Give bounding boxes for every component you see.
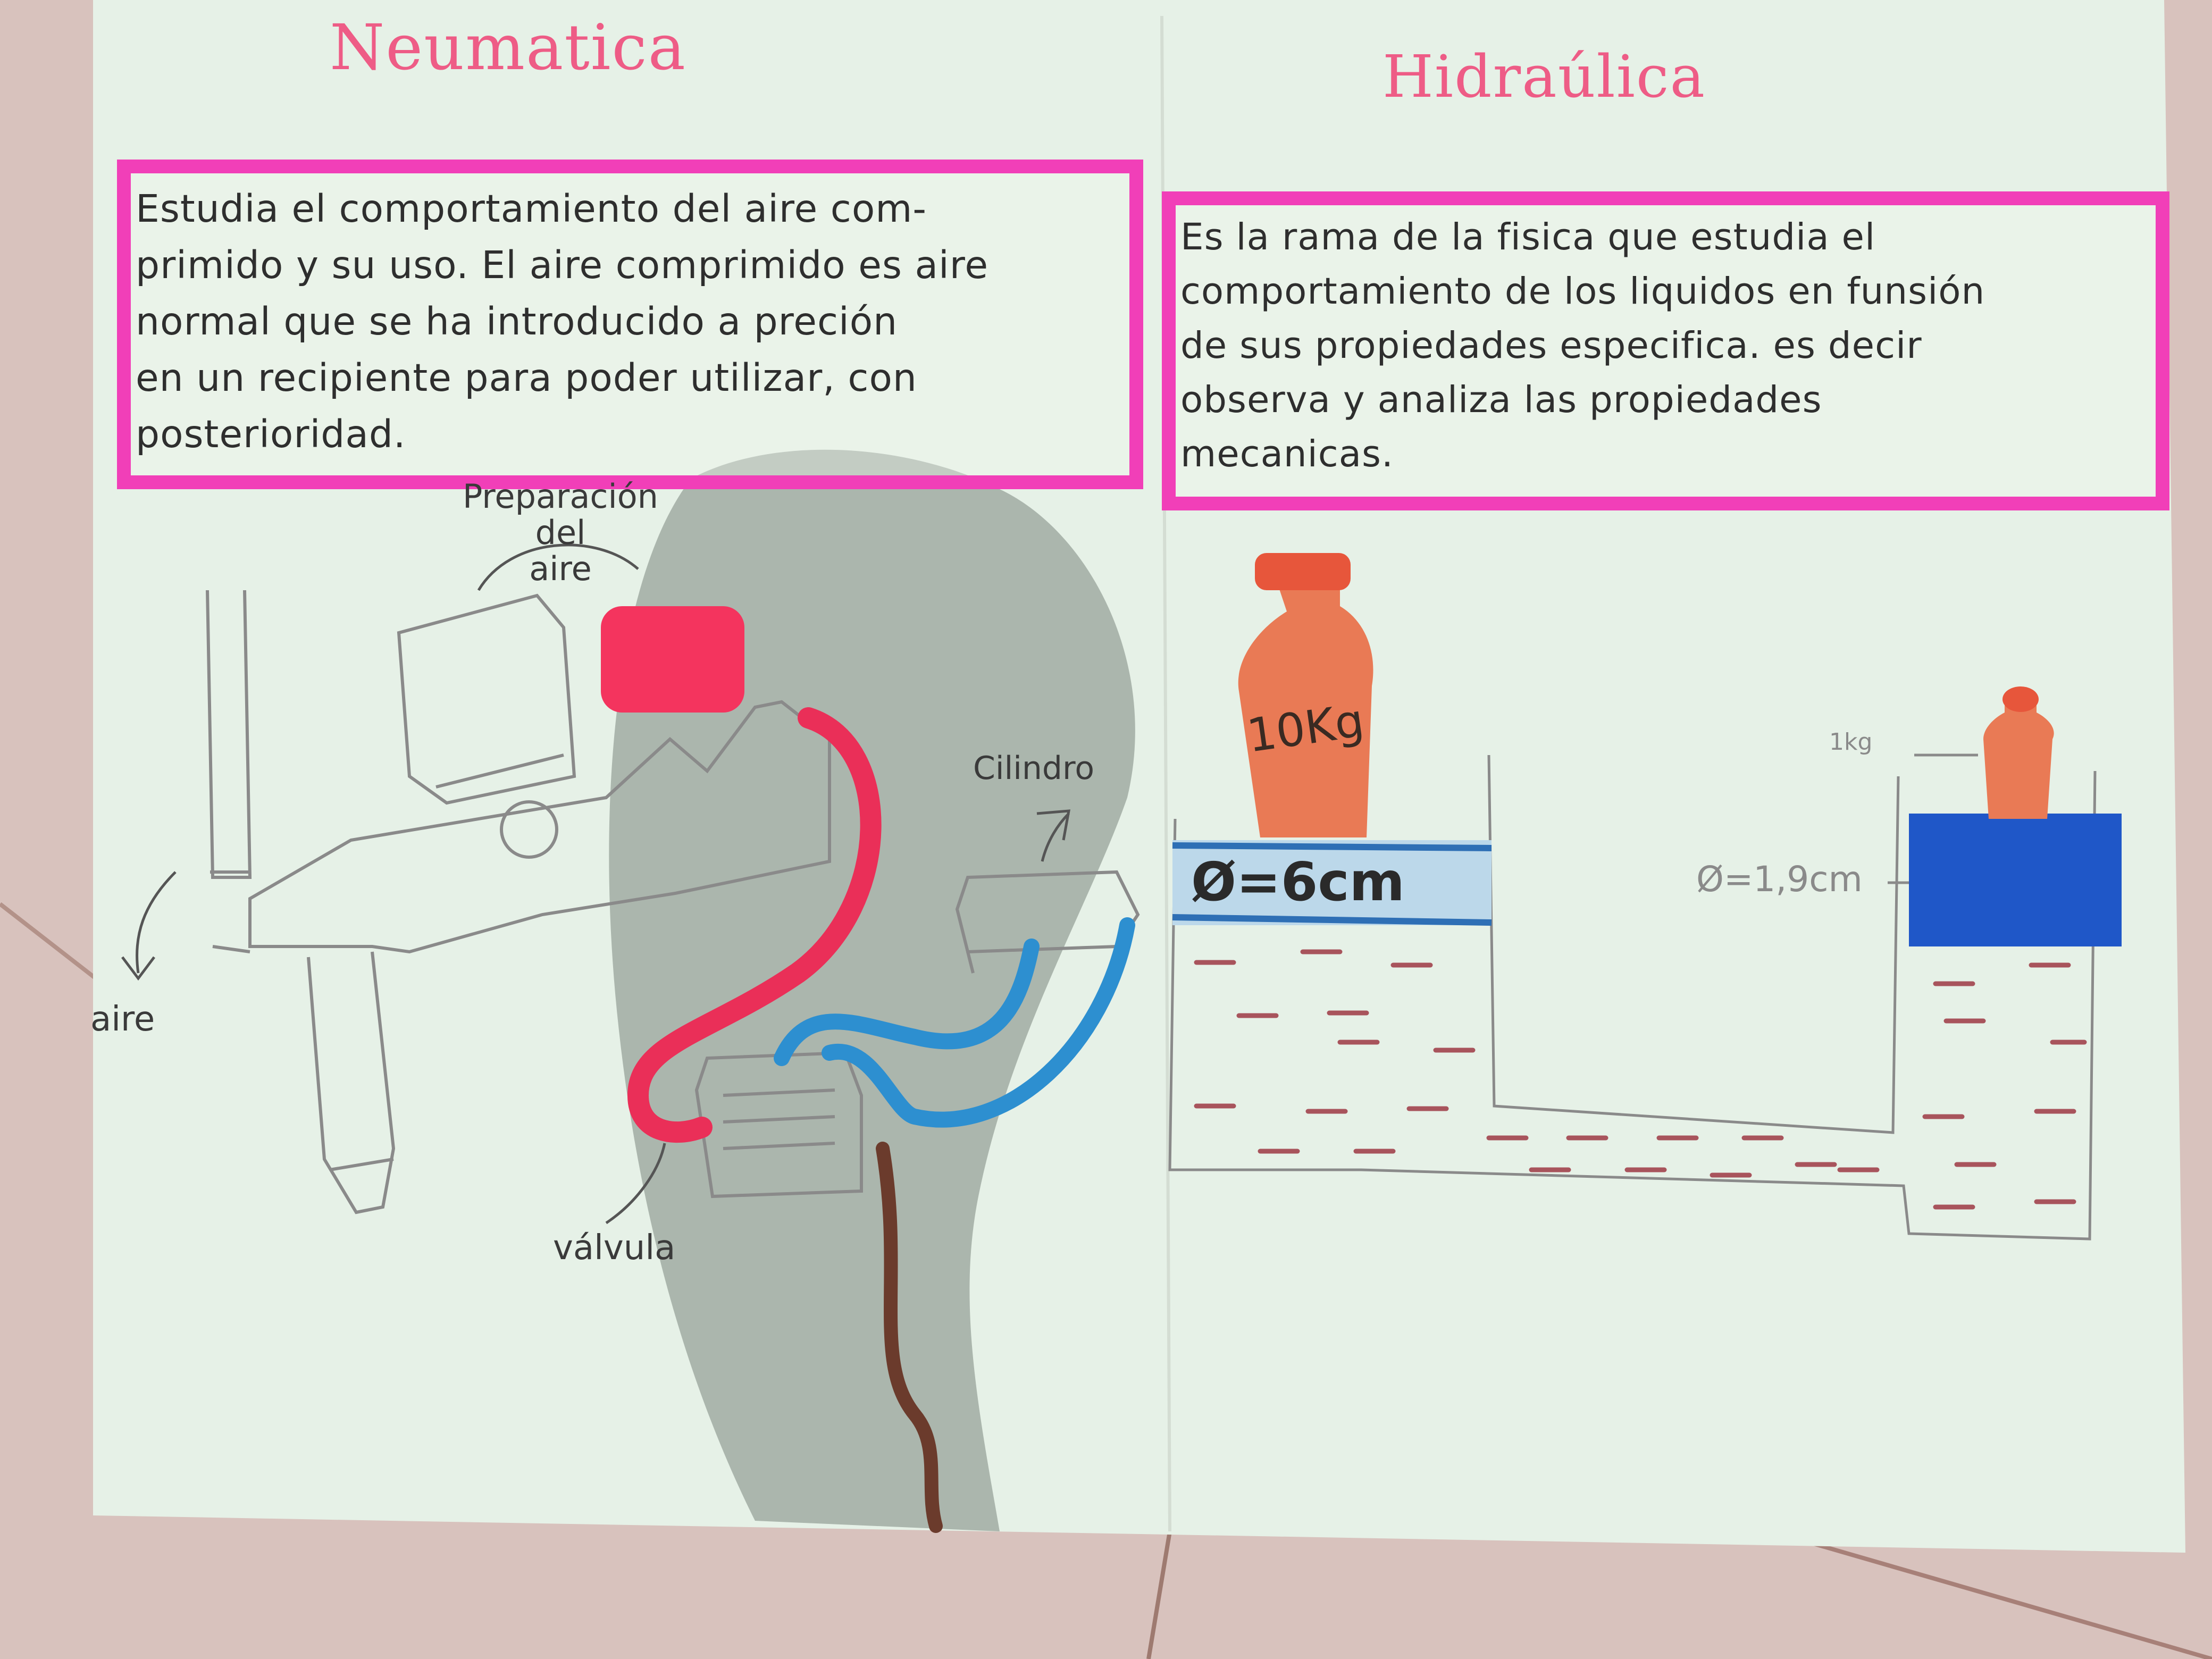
label-preparacion-aire: Preparación del aire (463, 477, 658, 588)
floor-tile-line (1807, 1540, 2212, 1659)
blue-hose-2 (822, 917, 1135, 1128)
hydraulic-drawing (1168, 553, 2122, 1241)
brown-cable (876, 1142, 943, 1533)
label-weight-1kg: 1kg (1829, 728, 1873, 756)
label-aire: aire (90, 1000, 155, 1039)
definition-box-hidraulica (1162, 191, 2169, 510)
big-weight (1238, 569, 1373, 837)
small-piston (1909, 814, 2122, 946)
label-cilindro: Cilindro (973, 750, 1095, 787)
definition-box-neumatica (117, 160, 1143, 489)
hand-shadow (609, 449, 1135, 1531)
red-air-hose (627, 707, 882, 1143)
floor-tile-line (0, 902, 97, 981)
arrow-preparacion (477, 543, 639, 591)
filter-red-cap (601, 606, 744, 713)
title-neumatica: Neumatica (330, 11, 686, 84)
hydraulic-vessel (1168, 770, 2097, 1241)
title-hidraulica: Hidraúlica (1382, 43, 1706, 111)
arrow-aire (121, 871, 177, 981)
definition-text-neumatica: Estudia el comportamiento del aire com- … (136, 187, 989, 456)
air-pipe (206, 590, 252, 879)
filter-box (397, 593, 576, 805)
label-diameter-1-9cm: Ø=1,9cm (1696, 859, 1863, 900)
valve-box (694, 1051, 863, 1199)
label-diameter-6cm: Ø=6cm (1191, 851, 1405, 913)
liquid-dashes (1194, 949, 2087, 1210)
definition-text-hidraulica: Es la rama de la fisica que estudia el c… (1180, 216, 1985, 475)
pressure-gauge (500, 800, 558, 859)
big-piston (1172, 840, 1492, 925)
arrow-valvula (605, 1143, 666, 1225)
floor-tile-line (1146, 1531, 1172, 1659)
paper-sheet (93, 0, 2185, 1553)
arrow-cilindro (1036, 809, 1071, 862)
small-weight (1983, 697, 2054, 819)
tool-grip (307, 951, 396, 1214)
label-valvula: válvula (553, 1228, 676, 1268)
blue-hose-1 (774, 939, 1040, 1066)
